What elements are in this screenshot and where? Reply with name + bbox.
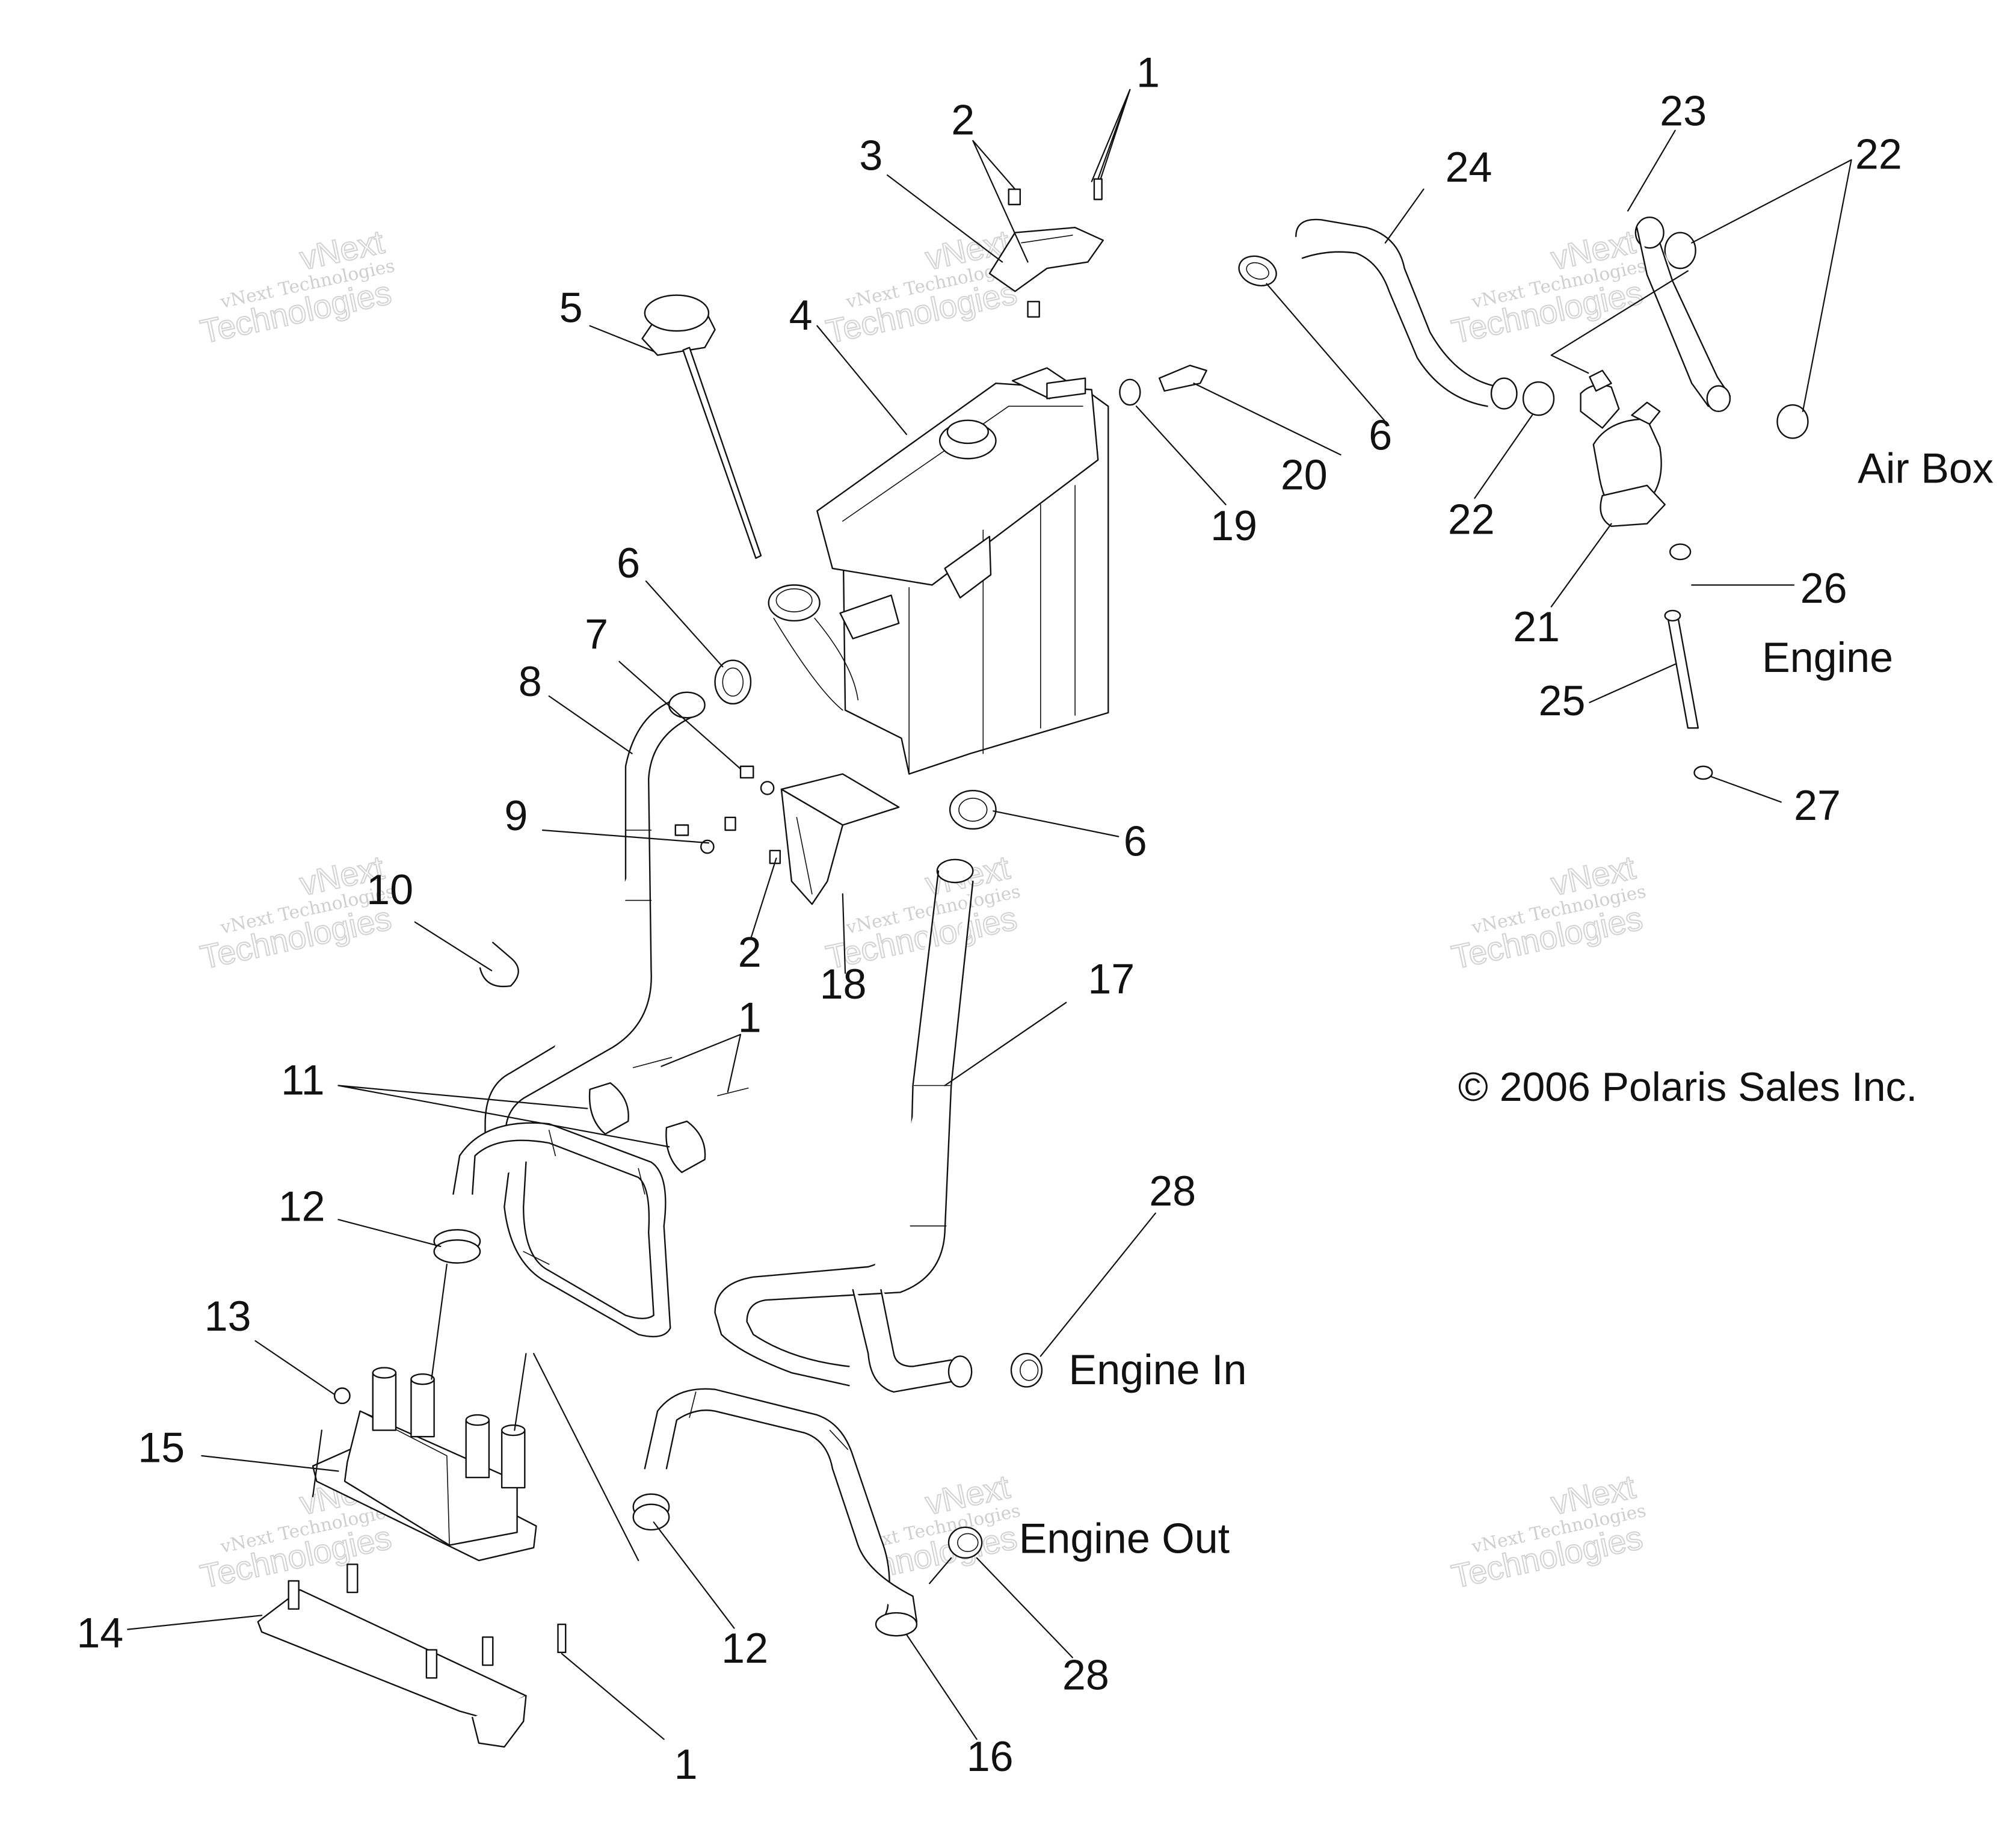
p-clamps-10-11 [480, 943, 748, 1172]
small-line-25-26-27 [1665, 544, 1713, 780]
callout-22: 22 [1448, 496, 1495, 543]
callout-17: 17 [1088, 956, 1135, 1003]
hose-part-8 [485, 692, 705, 1162]
callout-6: 6 [1369, 412, 1392, 459]
fasteners-7-9-2 [676, 766, 780, 863]
callout-2: 2 [738, 929, 762, 976]
callout-1: 1 [1136, 49, 1160, 96]
callout-10: 10 [366, 866, 413, 913]
callout-16: 16 [967, 1733, 1014, 1780]
callout-numbers: 1 2 3 4 5 6 20 19 24 23 22 22 21 26 25 2… [76, 49, 1902, 1788]
callout-6: 6 [1124, 818, 1147, 864]
valve-part-21 [1581, 371, 1665, 526]
oil-cooler-part-15 [313, 1368, 536, 1560]
grommet-fitting-19-20 [1120, 365, 1206, 405]
callout-24: 24 [1446, 144, 1492, 191]
coolant-reservoir-part-4 [769, 368, 1109, 774]
callout-18: 18 [820, 961, 867, 1008]
callout-7: 7 [585, 611, 608, 658]
callout-15: 15 [138, 1424, 185, 1471]
label-engine: Engine [1762, 634, 1893, 681]
callout-20: 20 [1281, 451, 1328, 498]
callout-25: 25 [1539, 677, 1586, 724]
callout-1: 1 [738, 994, 762, 1041]
callout-12: 12 [279, 1183, 325, 1230]
leader-lines [128, 90, 1851, 1739]
clamps-part-28 [949, 1354, 1042, 1558]
callout-3: 3 [859, 132, 882, 179]
hose-part-17 [715, 860, 973, 1392]
callout-23: 23 [1660, 87, 1707, 134]
label-engine-out: Engine Out [1019, 1515, 1230, 1562]
callout-12: 12 [721, 1625, 768, 1672]
callout-9: 9 [504, 792, 528, 839]
hose-loop-part-8 [453, 1123, 670, 1337]
connection-labels: Air Box Engine Engine In Engine Out © 20… [1019, 445, 1994, 1562]
label-air-box: Air Box [1858, 445, 1994, 492]
callout-14: 14 [76, 1609, 123, 1656]
callout-28: 28 [1062, 1651, 1109, 1698]
callout-21: 21 [1513, 603, 1560, 650]
hose-part-24 [1296, 220, 1517, 409]
label-engine-in: Engine In [1068, 1346, 1246, 1393]
callout-19: 19 [1210, 502, 1257, 549]
callout-22: 22 [1855, 131, 1902, 178]
callout-28: 28 [1149, 1168, 1196, 1215]
reservoir-cap-part-5 [642, 295, 761, 558]
callout-26: 26 [1800, 565, 1847, 612]
hose-part-16 [645, 1389, 917, 1636]
callout-4: 4 [789, 292, 813, 339]
callout-13: 13 [205, 1293, 251, 1340]
callout-1: 1 [674, 1741, 698, 1788]
clamp-part-12-lower [633, 1494, 669, 1530]
callout-27: 27 [1794, 782, 1841, 829]
bracket-part-3 [990, 179, 1103, 317]
mounting-bracket-part-18 [781, 774, 899, 904]
callout-2: 2 [951, 96, 975, 143]
mounting-plate-part-14 [258, 1564, 566, 1747]
clamp-part-12-upper [434, 1230, 480, 1263]
clamps-part-22 [1523, 233, 1808, 439]
hose-clamp-part-6 [715, 251, 1281, 829]
callout-8: 8 [519, 658, 542, 705]
copyright-text: © 2006 Polaris Sales Inc. [1458, 1065, 1917, 1110]
callout-11: 11 [281, 1056, 325, 1103]
callout-6: 6 [617, 540, 640, 587]
callout-5: 5 [559, 284, 583, 331]
